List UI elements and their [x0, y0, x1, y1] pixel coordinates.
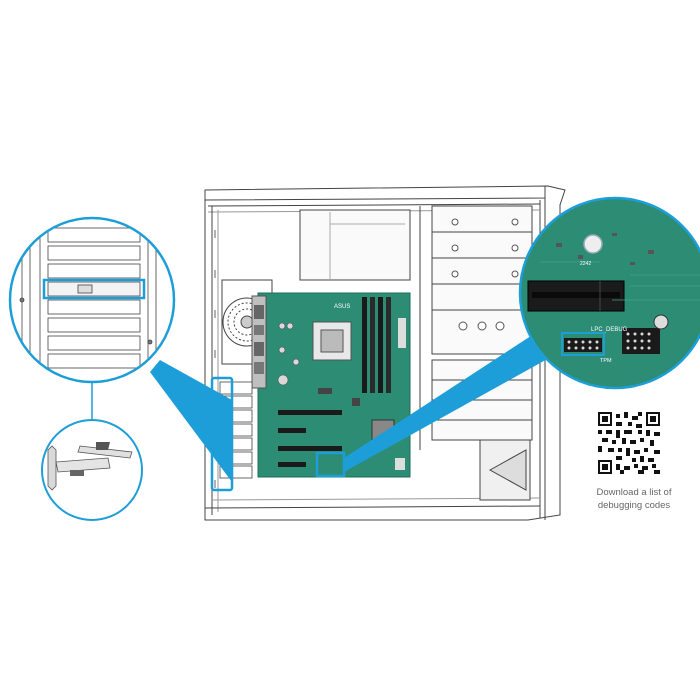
board-brand-logo: ASUS: [334, 304, 350, 310]
callout-connector-right: [344, 330, 560, 472]
magnifier-slot-bracket: [41, 419, 143, 521]
magnified-label-tpm: TPM: [600, 358, 612, 364]
magnifier-expansion-slots: [8, 216, 176, 384]
qr-code[interactable]: [598, 412, 660, 474]
magnified-label-lpc-debug: LPC_DEBUG: [591, 327, 628, 333]
qr-caption-line-2: debugging codes: [597, 500, 671, 511]
magnified-label-2242: 2242: [580, 261, 591, 267]
magnified-slot-highlight: [42, 278, 146, 300]
magnifier-lpc-debug-header: 2242 LPC_DEBUG TPM: [518, 196, 700, 390]
qr-caption: Download a list of debugging codes: [578, 486, 690, 512]
qr-caption-line-1: Download a list of: [596, 487, 672, 498]
motherboard: ASUS: [251, 292, 411, 478]
callout-connector-left: [150, 360, 232, 482]
